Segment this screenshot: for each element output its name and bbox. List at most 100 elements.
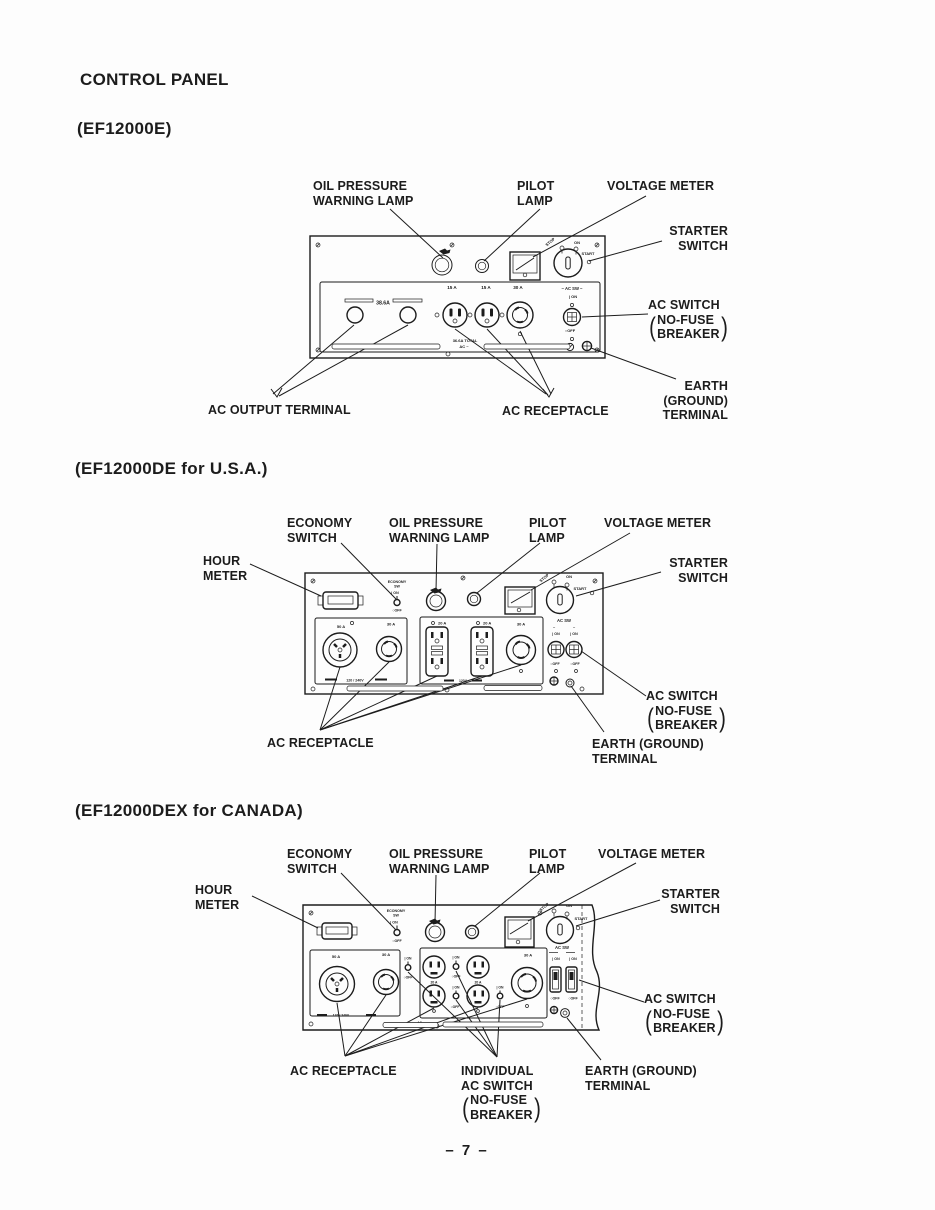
hour-meter	[317, 591, 364, 610]
label-line: BREAKER	[655, 718, 718, 732]
earth-terminals	[549, 1005, 570, 1018]
ac-receptacle-50a: 50 A	[318, 954, 356, 1003]
callout-pilot-lamp: PILOT LAMP	[529, 516, 566, 545]
ac-receptacle-15a-2: 15 A	[474, 285, 500, 328]
label-line: TERMINAL	[592, 751, 658, 766]
sw-on-label: | ON	[570, 632, 578, 636]
ac-switch-breakers: AC SW ~ ~ | ON | ON ○OFF ○OFF	[547, 618, 583, 666]
fig1-heading: (EF12000E)	[77, 119, 172, 138]
ac-receptacle-30a-mid: 30 A	[505, 622, 537, 666]
ac-receptacle-50a: 50 A	[322, 624, 358, 668]
callout-ac-switch: AC SWITCH ( NO-FUSE BREAKER )	[648, 298, 729, 342]
label-line: AC SWITCH	[646, 689, 718, 703]
sw-off-label: ○OFF	[452, 975, 461, 979]
label-line: SWITCH	[678, 238, 728, 253]
label-line: LAMP	[529, 530, 565, 545]
starter-on-label: ON	[566, 574, 572, 579]
sw-on-label: | ON	[552, 632, 560, 636]
paren-open: (	[649, 312, 656, 342]
sw-off-label: ○OFF	[392, 939, 402, 943]
label-line: OIL PRESSURE	[389, 847, 484, 861]
fig2-heading: (EF12000DE for U.S.A.)	[75, 459, 268, 478]
label-line: AC SWITCH	[648, 298, 720, 312]
paren-lines: NO-FUSE BREAKER	[657, 313, 720, 342]
paren-open: (	[647, 703, 654, 733]
label-line: EARTH (GROUND)	[592, 737, 704, 751]
label-line: SWITCH	[287, 530, 337, 545]
callout-pilot-lamp: PILOT LAMP	[517, 179, 554, 208]
panel-vents	[382, 1021, 544, 1028]
sw-on-label: | ON	[391, 591, 399, 595]
ac-sw-label: AC SW	[557, 618, 571, 623]
callout-starter-switch: STARTER SWITCH	[628, 887, 720, 916]
page-title: CONTROL PANEL	[80, 70, 229, 89]
label-line: WARNING LAMP	[389, 861, 490, 876]
fig1-diagram: STOP ON START 38.6A 15 A 15 A 30 A ~ AC …	[0, 168, 935, 433]
ac-switch-breaker: ~ AC SW ~ | ON ○OFF	[561, 286, 583, 333]
recep-amps-label: 50 A	[337, 624, 345, 629]
ac-switch-breakers: AC SW | ON | ON ○OFF ○OFF	[549, 945, 578, 1001]
label-line: OIL PRESSURE	[313, 179, 408, 193]
ac-receptacle-20a-4	[466, 984, 490, 1008]
callout-oil-pressure: OIL PRESSURE WARNING LAMP	[389, 847, 490, 876]
economy-sw-label: SW	[393, 914, 399, 918]
label-line: WARNING LAMP	[313, 193, 414, 208]
label-line: (GROUND)	[663, 393, 728, 408]
wave-glyph: ~	[573, 625, 576, 630]
voltage-range-marking: 120 / 240V	[325, 678, 387, 683]
label-line: BREAKER	[470, 1107, 533, 1122]
ef12000e-panel-drawing: STOP ON START 38.6A 15 A 15 A 30 A ~ AC …	[270, 195, 677, 398]
recep-20a-labels: 20 A 20 A	[430, 981, 482, 985]
economy-switch: ECONOMY SW | ON ○OFF	[388, 580, 407, 613]
individual-switch-20a-top: | ON ○OFF	[452, 956, 461, 979]
paren-lines: NO-FUSE BREAKER	[655, 704, 718, 733]
ef12000de-panel-drawing: ECONOMY SW | ON ○OFF STOP ON START 50 A …	[249, 532, 662, 733]
label-line: NO-FUSE	[470, 1093, 528, 1107]
paren-block: ( NO-FUSE BREAKER )	[461, 1093, 542, 1122]
callout-lines	[249, 532, 662, 733]
label-line: WARNING LAMP	[389, 530, 490, 545]
label-line: METER	[195, 897, 240, 912]
ac-sw-label: AC SW	[555, 945, 569, 950]
paren-close: )	[716, 1006, 724, 1036]
panel-screws	[315, 242, 600, 357]
label-line: LAMP	[529, 861, 565, 876]
label-line: HOUR	[195, 883, 233, 897]
callout-voltage-meter: VOLTAGE METER	[604, 516, 712, 530]
sw-off-label: ○OFF	[550, 662, 560, 666]
callout-hour-meter: HOUR METER	[203, 554, 247, 583]
callout-hour-meter: HOUR METER	[195, 883, 239, 912]
label-line: BREAKER	[653, 1021, 716, 1035]
panel-vents	[331, 343, 571, 350]
callout-earth-terminal: EARTH (GROUND) TERMINAL	[636, 379, 728, 423]
label-line: STARTER	[661, 887, 720, 901]
pilot-lamp	[464, 924, 480, 940]
sw-off-label: ○OFF	[496, 1005, 505, 1009]
sw-off-label: ○OFF	[568, 997, 578, 1001]
recep-amps-label: 30 A	[524, 953, 532, 958]
callout-ac-receptacle: AC RECEPTACLE	[290, 1064, 397, 1078]
sw-on-label: | ON	[497, 986, 505, 990]
label-line: HOUR	[203, 554, 241, 568]
label-line: PILOT	[529, 847, 567, 861]
label-line: NO-FUSE	[653, 1006, 711, 1021]
label-line: STARTER	[669, 224, 728, 238]
voltage-mid-marking: 120V	[444, 679, 482, 683]
label-line: INDIVIDUAL	[461, 1064, 534, 1078]
starter-start-label: START	[581, 251, 595, 256]
sw-on-label: | ON	[569, 957, 577, 961]
label-line: SWITCH	[287, 861, 337, 876]
economy-label: ECONOMY	[388, 580, 407, 584]
paren-block: ( NO-FUSE BREAKER )	[644, 1007, 725, 1036]
oil-pressure-lamp	[424, 918, 446, 943]
earth-terminals	[549, 676, 575, 688]
paren-close: )	[720, 312, 728, 342]
recep-amps-label: 15 A	[481, 285, 491, 290]
label-line: NO-FUSE	[655, 703, 713, 718]
callout-lines	[251, 862, 661, 1061]
hour-meter	[316, 922, 358, 940]
starter-switch: STOP ON START	[538, 572, 587, 615]
sw-on-label: | ON	[453, 986, 461, 990]
page-number: – 7 –	[445, 1142, 489, 1159]
